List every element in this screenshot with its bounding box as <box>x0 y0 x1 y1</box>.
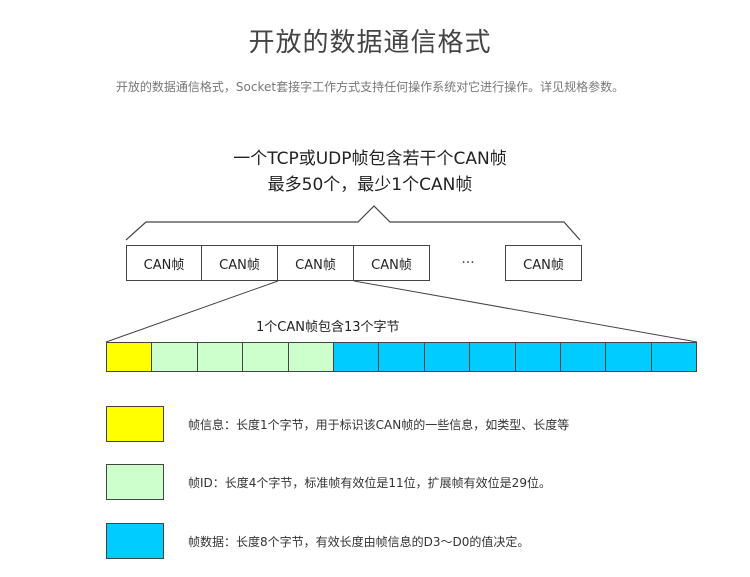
byte-cell-data <box>424 343 471 371</box>
can-frame-box: CAN帧 <box>126 245 202 281</box>
byte-cell-id <box>197 343 244 371</box>
can-frame-box: CAN帧 <box>201 245 278 281</box>
byte-cell-data <box>651 343 697 371</box>
byte-cell-data <box>560 343 607 371</box>
byte-cell-data <box>470 343 516 371</box>
zoom-line-right <box>353 280 698 343</box>
diagram-headline-line2: 最多50个，最少1个CAN帧 <box>267 175 473 195</box>
legend-text-frame-info: 帧信息：长度1个字节，用于标识该CAN帧的一些信息，如类型、长度等 <box>188 418 570 432</box>
byte-cell-info <box>107 343 153 371</box>
byte-cell-data <box>333 343 380 371</box>
can-frame-box: CAN帧 <box>505 245 582 281</box>
can-frame-bytes <box>106 342 697 372</box>
can-frame-box: CAN帧 <box>353 245 430 281</box>
byte-cell-id <box>243 343 289 371</box>
page-subtitle: 开放的数据通信格式，Socket套接字工作方式支持任何操作系统对它进行操作。详见… <box>115 80 625 94</box>
legend-swatch-frame-id <box>106 464 164 500</box>
zoom-line-left <box>105 280 279 343</box>
can-frame-box: CAN帧 <box>277 245 354 281</box>
legend-swatch-frame-data <box>106 523 164 559</box>
byte-cell-data <box>606 343 652 371</box>
legend-swatch-frame-info <box>106 406 164 442</box>
frame-group-bracket <box>125 205 581 241</box>
frame-ellipsis: ··· <box>461 255 475 271</box>
byte-cell-data <box>515 343 561 371</box>
byte-cell-id <box>152 343 198 371</box>
legend-text-frame-data: 帧数据：长度8个字节，有效长度由帧信息的D3～D0的值决定。 <box>188 535 530 549</box>
byte-cell-data <box>379 343 425 371</box>
diagram-headline-line1: 一个TCP或UDP帧包含若干个CAN帧 <box>233 149 507 169</box>
legend-text-frame-id: 帧ID：长度4个字节，标准帧有效位是11位，扩展帧有效位是29位。 <box>188 476 551 490</box>
page-title: 开放的数据通信格式 <box>248 28 492 58</box>
byte-cell-id <box>288 343 334 371</box>
bytes-caption: 1个CAN帧包含13个字节 <box>256 320 400 335</box>
